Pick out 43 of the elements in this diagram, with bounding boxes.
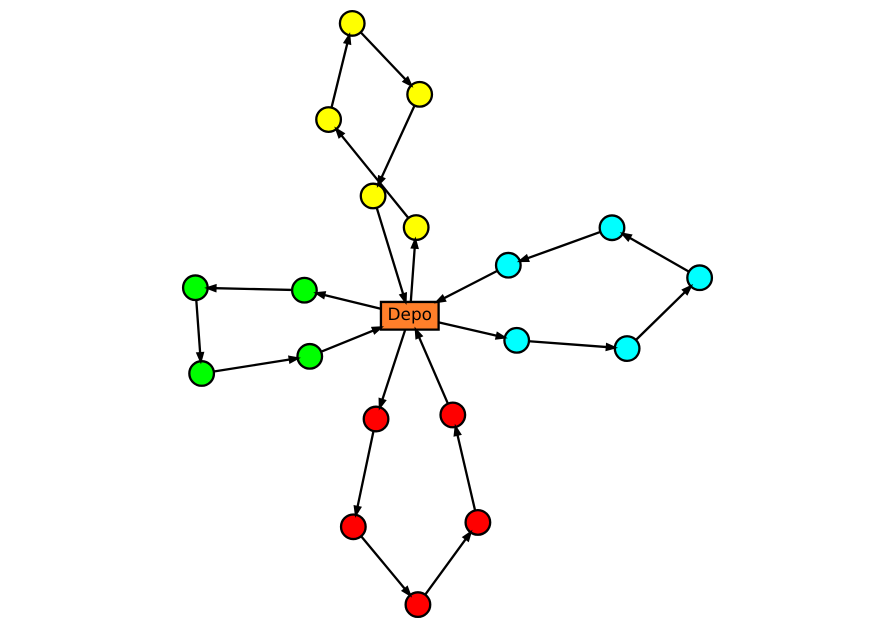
node-circle [314,106,342,133]
arrow [360,536,412,598]
node-circle [188,360,215,387]
arrow [334,126,409,219]
arrow [452,424,476,511]
arrow [433,270,498,304]
arrow [634,284,693,341]
arrow [353,430,374,518]
arrow [204,284,292,293]
arrow [516,230,600,262]
node-circle [359,182,386,210]
node-circle [290,276,318,304]
node-box: Depo [379,300,440,331]
node-circle [402,214,430,242]
node-circle [339,513,366,540]
node-circle [181,274,208,302]
node-circle [438,401,466,428]
arrow [376,105,416,188]
arrow [438,321,508,340]
arrow [312,291,380,310]
node-circle [406,80,433,108]
arrow [414,326,448,404]
arrow [424,530,472,596]
node-circle [494,252,522,279]
arrow [375,208,406,305]
node-circle [404,591,431,618]
arrow [619,232,689,273]
arrow [528,340,618,352]
arrow [194,300,204,364]
node-circle [613,335,640,362]
node-circle [598,214,625,242]
node-circle [686,264,713,292]
arrow [359,32,413,88]
arrow [378,329,406,411]
node-circle [338,10,366,37]
node-circle [296,342,323,370]
node-circle [362,406,389,432]
arrow [330,32,351,108]
node-circle [464,508,491,536]
arrow [409,236,418,302]
arrow [320,326,384,353]
node-circle [502,326,530,354]
arrow [213,355,300,373]
